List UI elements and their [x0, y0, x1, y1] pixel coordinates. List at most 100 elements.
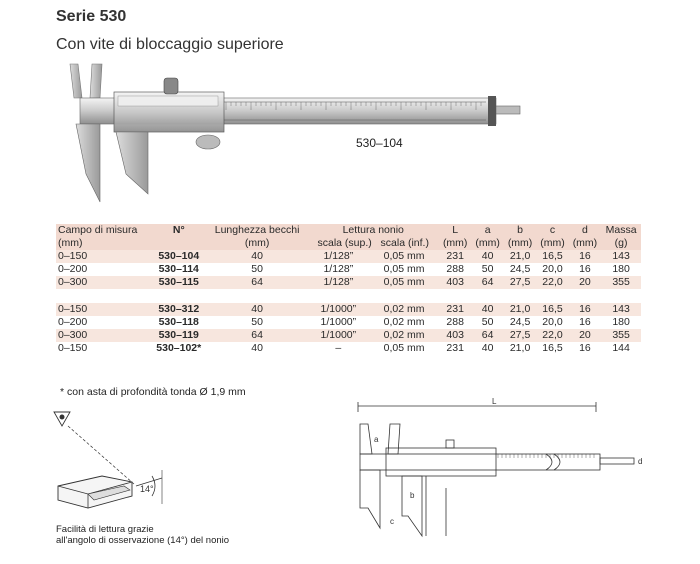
dim-d: d [638, 457, 642, 466]
cell-a: 64 [471, 276, 504, 289]
cell-d: 16 [568, 263, 602, 276]
cell-range: 0–150 [56, 342, 151, 355]
viewing-angle-diagram: 14° [53, 411, 163, 509]
dim-b: b [410, 491, 415, 500]
cell-d: 16 [568, 303, 602, 316]
cell-b: 27,5 [503, 276, 537, 289]
cell-reading-inf: 0,02 mm [369, 329, 439, 342]
header-d: d(mm) [568, 224, 602, 250]
cell-reading-inf: 0,05 mm [369, 276, 439, 289]
header-b: b(mm) [503, 224, 537, 250]
cell-code: 530–118 [150, 316, 207, 329]
cell-range: 0–200 [56, 263, 151, 276]
cell-a: 40 [471, 250, 504, 263]
cell-d: 16 [568, 250, 602, 263]
cell-code: 530–102* [150, 342, 207, 355]
cell-b: 21,0 [503, 303, 537, 316]
cell-jaw: 50 [206, 316, 308, 329]
cell-reading-sup: – [307, 342, 370, 355]
cell-a: 40 [471, 303, 504, 316]
cell-reading-inf: 0,02 mm [369, 303, 439, 316]
cell-code: 530–312 [150, 303, 207, 316]
dim-a: a [374, 435, 379, 444]
cell-c: 16,5 [536, 250, 569, 263]
header-L: L(mm) [438, 224, 472, 250]
cell-code: 530–119 [150, 329, 207, 342]
cell-c: 22,0 [536, 329, 569, 342]
caliper-photo [69, 63, 521, 203]
spec-table: Campo di misura(mm) N° Lunghezza becchi(… [56, 224, 641, 355]
cell-b: 24,5 [503, 316, 537, 329]
cell-L: 231 [438, 250, 472, 263]
angle-label: 14° [140, 484, 154, 494]
cell-L: 231 [438, 342, 472, 355]
cell-mass: 143 [601, 303, 641, 316]
cell-reading-sup: 1/1000” [307, 303, 370, 316]
header-a: a(mm) [471, 224, 504, 250]
cell-b: 21,0 [503, 342, 537, 355]
dimension-drawing: L a b c d [357, 398, 642, 538]
cell-range: 0–300 [56, 276, 151, 289]
cell-a: 40 [471, 342, 504, 355]
cell-jaw: 64 [206, 329, 308, 342]
cell-range: 0–150 [56, 250, 151, 263]
cell-d: 20 [568, 276, 602, 289]
cell-L: 403 [438, 329, 472, 342]
cell-L: 288 [438, 316, 472, 329]
caption-line-1: Facilità di lettura grazie [56, 524, 154, 535]
cell-reading-sup: 1/128” [307, 263, 370, 276]
cell-a: 64 [471, 329, 504, 342]
photo-model-label: 530–104 [356, 136, 403, 150]
series-title: Serie 530 [56, 8, 127, 25]
cell-jaw: 40 [206, 250, 308, 263]
cell-b: 24,5 [503, 263, 537, 276]
cell-jaw: 64 [206, 276, 308, 289]
cell-L: 231 [438, 303, 472, 316]
cell-range: 0–150 [56, 303, 151, 316]
cell-c: 16,5 [536, 342, 569, 355]
cell-a: 50 [471, 263, 504, 276]
cell-c: 20,0 [536, 316, 569, 329]
table-header-row: Campo di misura(mm) N° Lunghezza becchi(… [56, 224, 641, 250]
header-range: Campo di misura(mm) [56, 224, 151, 250]
header-c: c(mm) [536, 224, 569, 250]
caption-line-2: all'angolo di osservazione (14°) del non… [56, 535, 230, 546]
cell-b: 27,5 [503, 329, 537, 342]
cell-jaw: 50 [206, 263, 308, 276]
cell-mass: 180 [601, 263, 641, 276]
footnote: * con asta di profondità tonda Ø 1,9 mm [60, 386, 246, 398]
cell-L: 288 [438, 263, 472, 276]
cell-mass: 355 [601, 329, 641, 342]
cell-reading-inf: 0,05 mm [369, 250, 439, 263]
header-mass: Massa(g) [601, 224, 641, 250]
dim-L: L [492, 398, 497, 406]
cell-jaw: 40 [206, 342, 308, 355]
cell-reading-sup: 1/1000” [307, 316, 370, 329]
cell-mass: 144 [601, 342, 641, 355]
cell-d: 16 [568, 342, 602, 355]
dim-c: c [390, 517, 394, 526]
cell-code: 530–104 [150, 250, 207, 263]
header-code: N° [150, 224, 207, 250]
cell-reading-inf: 0,02 mm [369, 316, 439, 329]
cell-d: 20 [568, 329, 602, 342]
cell-range: 0–300 [56, 329, 151, 342]
cell-c: 16,5 [536, 303, 569, 316]
cell-reading-sup: 1/1000” [307, 329, 370, 342]
cell-mass: 143 [601, 250, 641, 263]
viewing-angle-caption: Facilità di lettura grazie all'angolo di… [56, 524, 229, 546]
cell-c: 20,0 [536, 263, 569, 276]
cell-reading-sup: 1/128” [307, 276, 370, 289]
cell-jaw: 40 [206, 303, 308, 316]
cell-mass: 180 [601, 316, 641, 329]
cell-a: 50 [471, 316, 504, 329]
cell-d: 16 [568, 316, 602, 329]
